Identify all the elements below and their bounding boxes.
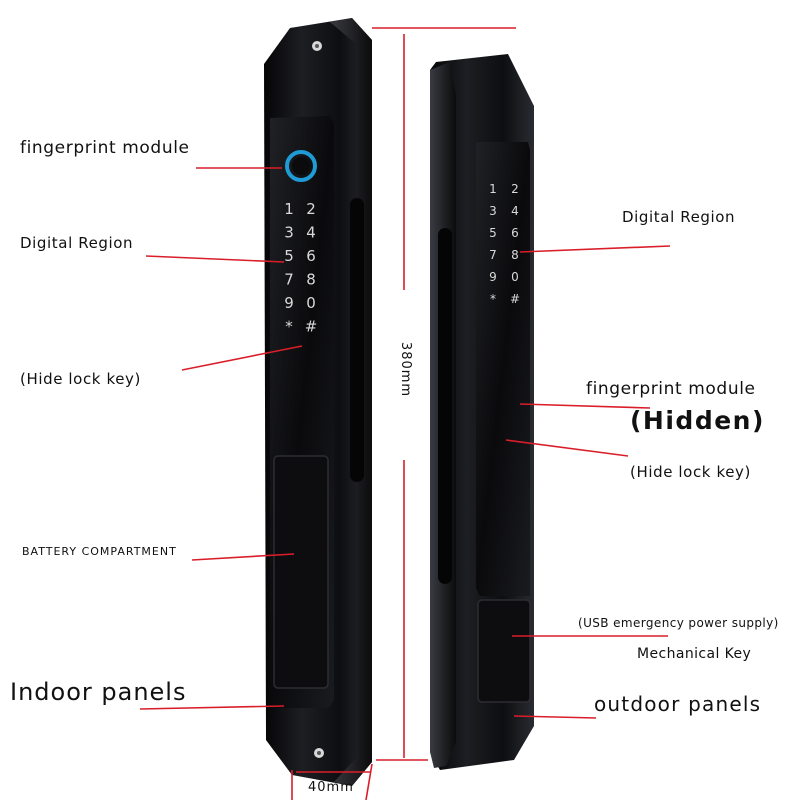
keypad-key-5-0[interactable]: * <box>490 292 496 306</box>
label-digital-region-right: Digital Region <box>622 208 736 226</box>
keypad-key-4-0[interactable]: 9 <box>489 270 497 284</box>
label-outdoor-panels: outdoor panels <box>594 692 762 716</box>
keypad-key-1-0[interactable]: 3 <box>489 204 497 218</box>
keypad-key-0-0[interactable]: 1 <box>284 200 294 218</box>
label-fingerprint-module-left: fingerprint module <box>20 138 190 158</box>
label-usb-emergency-power: (USB emergency power supply) <box>578 616 779 630</box>
keypad-key-3-0[interactable]: 7 <box>284 271 294 289</box>
label-indoor-panels: Indoor panels <box>10 678 187 706</box>
keypad-key-4-0[interactable]: 9 <box>284 294 294 312</box>
keypad-key-0-1[interactable]: 2 <box>306 200 316 218</box>
keypad-key-0-0[interactable]: 1 <box>489 182 497 196</box>
keypad-key-4-1[interactable]: 0 <box>306 294 316 312</box>
label-mechanical-key: Mechanical Key <box>637 646 752 662</box>
keypad-key-3-1[interactable]: 8 <box>306 271 316 289</box>
label-hide-lock-key-right: (Hide lock key) <box>630 463 751 481</box>
keypad-key-3-1[interactable]: 8 <box>511 248 519 262</box>
keypad-key-2-0[interactable]: 5 <box>284 247 294 265</box>
leader-lines <box>139 167 671 719</box>
keypad-key-1-1[interactable]: 4 <box>306 224 316 242</box>
label-hide-lock-key-left: (Hide lock key) <box>20 370 141 388</box>
keypad-key-2-0[interactable]: 5 <box>489 226 497 240</box>
dimension-width: 40mm <box>308 780 354 795</box>
keypad-key-3-0[interactable]: 7 <box>489 248 497 262</box>
keypad-key-2-1[interactable]: 6 <box>511 226 519 240</box>
fingerprint-sensor <box>285 150 317 182</box>
keypad-key-5-1[interactable]: # <box>305 318 318 336</box>
keypad-key-0-1[interactable]: 2 <box>511 182 519 196</box>
label-fingerprint-module-right: fingerprint module <box>586 379 756 399</box>
keypad-key-2-1[interactable]: 6 <box>306 247 316 265</box>
indoor-panel <box>264 18 372 786</box>
keypad-key-5-1[interactable]: # <box>510 292 520 306</box>
label-hidden: (Hidden) <box>630 406 765 435</box>
dimension-lines <box>291 27 516 800</box>
keypad-key-4-1[interactable]: 0 <box>511 270 519 284</box>
keypad-key-1-0[interactable]: 3 <box>284 224 294 242</box>
outdoor-panel <box>430 54 534 770</box>
keypad-key-1-1[interactable]: 4 <box>511 204 519 218</box>
keypad-key-5-0[interactable]: * <box>285 318 293 336</box>
label-battery-compartment: BATTERY COMPARTMENT <box>22 545 177 558</box>
label-digital-region-left: Digital Region <box>20 234 134 252</box>
dimension-height: 380mm <box>398 341 414 398</box>
